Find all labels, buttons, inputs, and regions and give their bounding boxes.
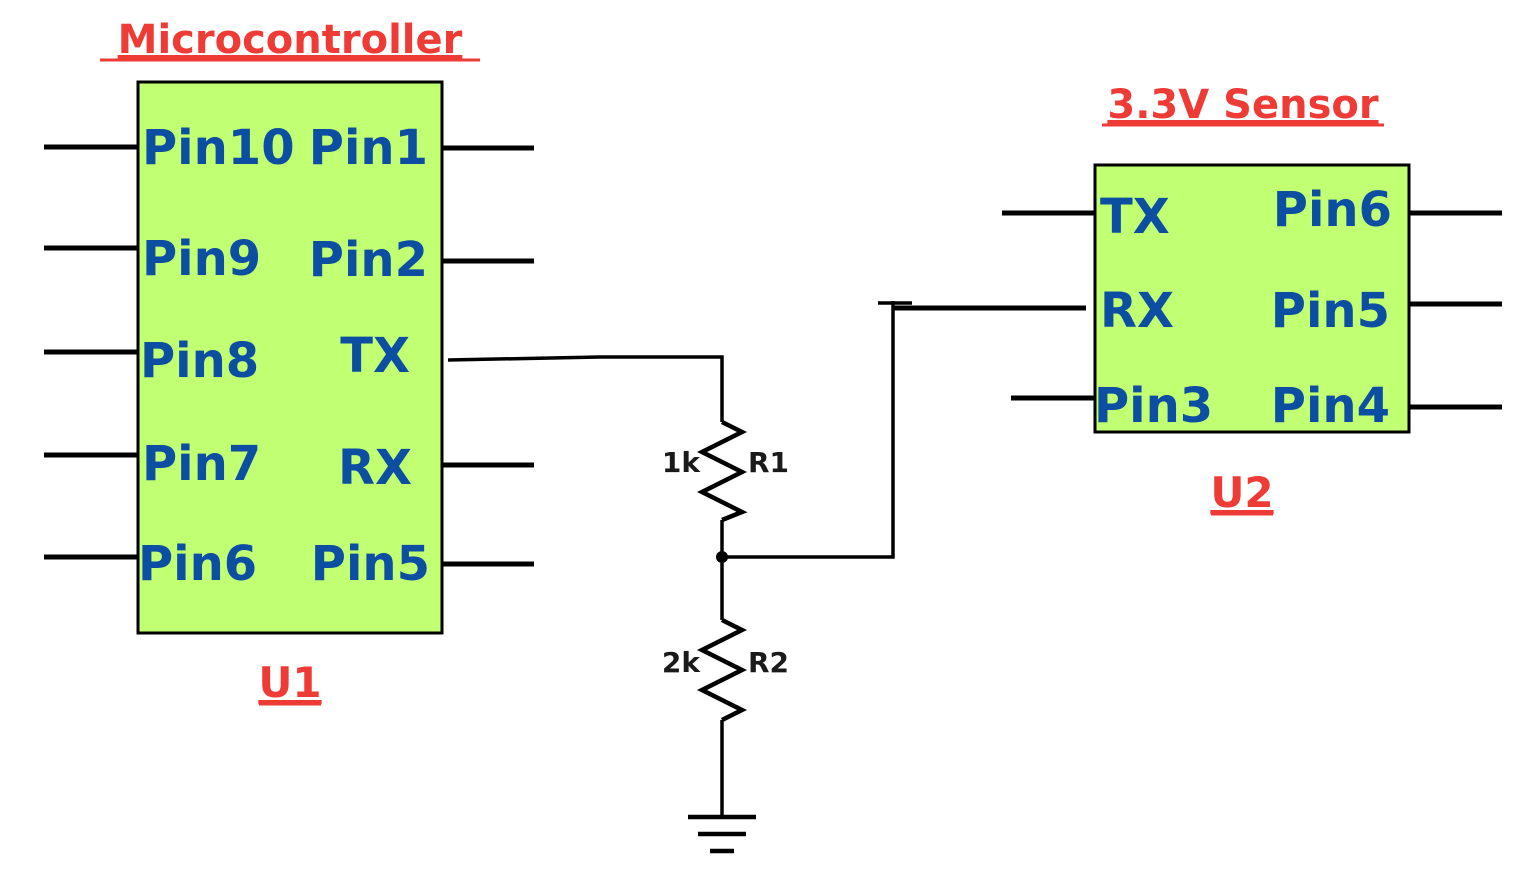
u2-chip: 3.3V Sensor TX RX Pin3 Pin6 Pin5 Pin4 U2 <box>893 82 1502 517</box>
r1-value-label: 1k <box>662 446 701 479</box>
u1-pin-label-right: TX <box>340 328 410 384</box>
u1-title: Microcontroller <box>118 17 463 63</box>
u2-pin-label-right: Pin4 <box>1271 378 1390 434</box>
u1-pin-label-right: Pin5 <box>311 536 430 592</box>
voltage-divider: 1k R1 2k R2 <box>447 301 912 854</box>
u1-pin-label-left: Pin6 <box>138 536 257 592</box>
u2-designator: U2 <box>1210 468 1273 517</box>
u2-body <box>1093 163 1411 434</box>
u1-pin-label-left: Pin9 <box>142 231 261 287</box>
rx-wire <box>722 301 895 559</box>
u2-pin-label-left: Pin3 <box>1094 378 1213 434</box>
u1-designator: U1 <box>258 658 321 707</box>
u1-pin-label-right: Pin2 <box>309 232 428 288</box>
u1-body <box>136 80 444 635</box>
u1-pin-label-right: RX <box>338 440 412 496</box>
u2-pin-label-right: Pin6 <box>1273 182 1392 238</box>
u2-pin-label-left: RX <box>1100 283 1174 339</box>
u1-pin-label-left: Pin10 <box>142 120 295 176</box>
u2-pin-label-right: Pin5 <box>1271 283 1390 339</box>
ground-icon <box>688 814 756 854</box>
tx-wire <box>447 355 724 422</box>
u2-pin-label-left: TX <box>1100 189 1170 245</box>
u1-pin-label-left: Pin8 <box>140 333 259 389</box>
u1-pin-label-right: Pin1 <box>309 120 428 176</box>
u1-pin-label-left: Pin7 <box>142 436 261 492</box>
r1-name-label: R1 <box>748 446 789 479</box>
r2-resistor-symbol <box>696 617 748 723</box>
u2-title: 3.3V Sensor <box>1107 82 1378 128</box>
r1-resistor-symbol <box>696 419 748 523</box>
r2-value-label: 2k <box>662 646 701 679</box>
r2-name-label: R2 <box>748 646 789 679</box>
u1-chip: Microcontroller Pin10 Pin9 Pin8 Pin7 Pin… <box>44 17 534 707</box>
